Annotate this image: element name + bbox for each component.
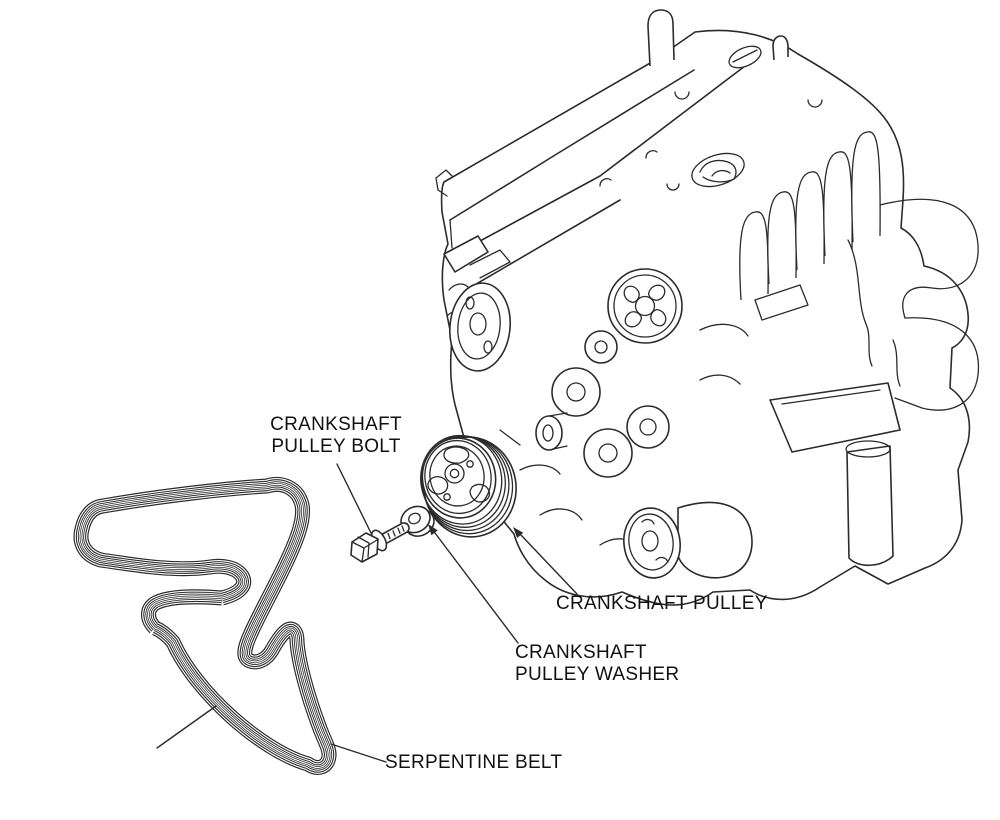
leader-lines <box>156 463 578 763</box>
leader-bolt <box>336 463 372 534</box>
leader-washer <box>434 532 519 644</box>
label-line: PULLEY BOLT <box>271 436 401 457</box>
crankshaft-pulley-illustration <box>420 434 517 538</box>
label-line: SERPENTINE BELT <box>385 752 563 773</box>
label-crankshaft-pulley-washer: CRANKSHAFT PULLEY WASHER <box>515 642 679 686</box>
leader-belt-left <box>156 705 217 749</box>
label-line: PULLEY WASHER <box>515 664 680 685</box>
crankshaft-pulley-bolt-illustration <box>350 522 410 563</box>
arrowhead-pulley <box>513 527 524 538</box>
leader-pulley <box>519 533 578 595</box>
label-serpentine-belt: SERPENTINE BELT <box>385 752 562 774</box>
label-line: CRANKSHAFT <box>270 414 402 435</box>
arrowhead-washer <box>428 524 438 536</box>
serpentine-belt-illustration <box>81 484 329 767</box>
label-line: CRANKSHAFT PULLEY <box>556 593 768 614</box>
label-line: CRANKSHAFT <box>515 642 647 663</box>
label-crankshaft-pulley: CRANKSHAFT PULLEY <box>556 593 768 615</box>
engine-illustration <box>435 9 980 606</box>
leader-belt-right <box>330 743 387 763</box>
label-crankshaft-pulley-bolt: CRANKSHAFT PULLEY BOLT <box>252 414 420 458</box>
